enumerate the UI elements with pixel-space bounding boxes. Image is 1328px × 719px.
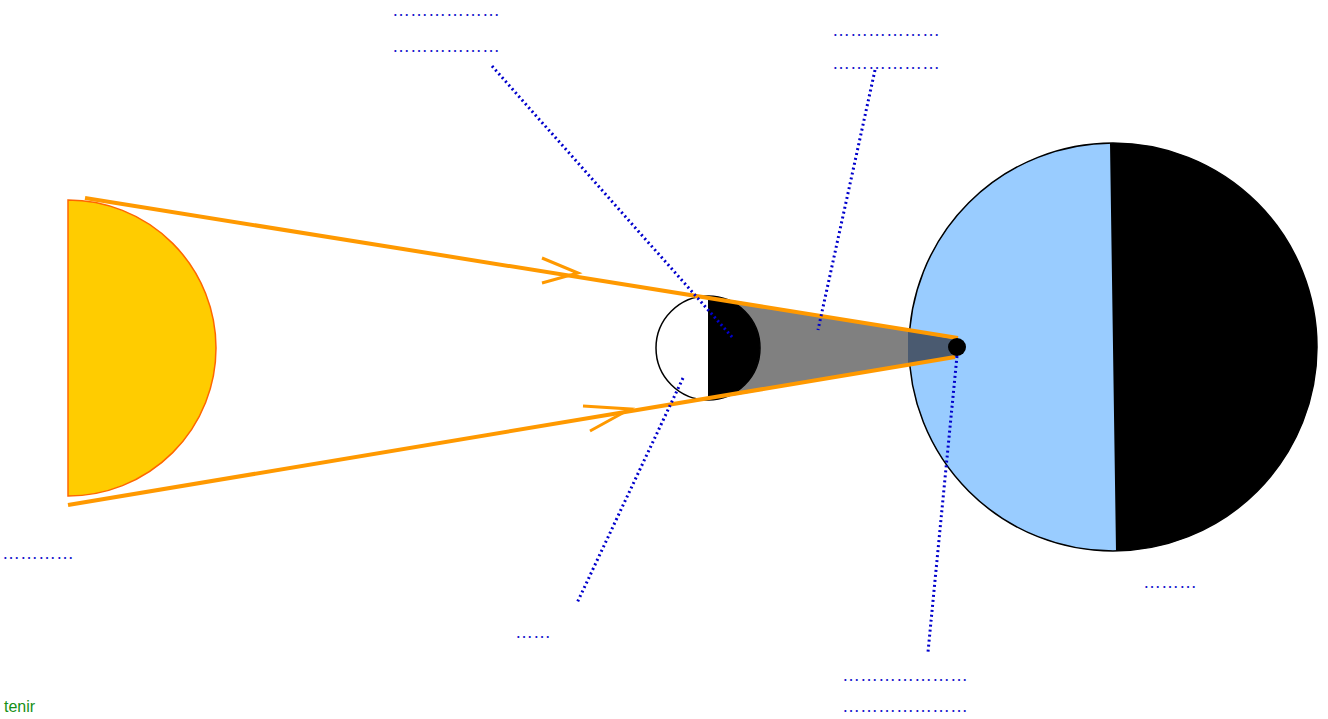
leader-line	[492, 66, 733, 338]
earth-outline	[909, 143, 1317, 551]
blank-label: ………	[1143, 572, 1197, 592]
ray-arrowhead	[583, 406, 630, 431]
blank-label: ………………	[832, 53, 940, 73]
blank-label: …………	[2, 543, 74, 563]
light-ray	[85, 198, 958, 338]
moon-dark-side	[708, 296, 760, 400]
umbra-spot	[948, 338, 966, 356]
note-text: tenir	[4, 697, 35, 717]
moon	[656, 296, 760, 400]
leader-line	[928, 356, 957, 652]
earth-night-side	[909, 143, 1317, 551]
leader-line	[577, 378, 683, 603]
blank-label: ………………	[392, 0, 500, 20]
blank-label: …………………	[842, 665, 968, 685]
blank-label: ……	[515, 622, 551, 642]
blank-label: …………………	[842, 696, 968, 716]
blank-label: ………………	[392, 36, 500, 56]
leader-line	[818, 70, 875, 330]
blank-label: ………………	[832, 20, 940, 40]
sun	[68, 200, 216, 496]
light-ray	[68, 357, 955, 505]
ray-arrowhead	[542, 258, 578, 283]
